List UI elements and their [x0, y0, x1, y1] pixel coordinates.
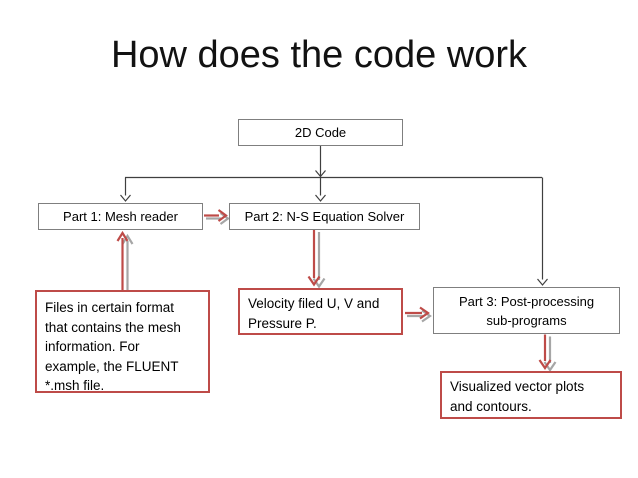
- note-files-format: Files in certain format that contains th…: [35, 290, 210, 393]
- arrow-part1-to-part2: [204, 209, 230, 225]
- node-part1-mesh-reader: Part 1: Mesh reader: [38, 203, 203, 230]
- node-2d-code: 2D Code: [238, 119, 403, 146]
- connector-branch-to-part1: [120, 177, 131, 202]
- slide-title: How does the code work: [110, 34, 528, 76]
- note-velocity-pressure: Velocity filed U, V and Pressure P.: [238, 288, 403, 335]
- connector-branch-to-part2: [315, 177, 326, 202]
- node-part2-ns-equation-solver: Part 2: N-S Equation Solver: [229, 203, 420, 230]
- node-part3-post-processing: Part 3: Post-processing sub-programs: [433, 287, 620, 334]
- arrow-velocity-to-part3: [405, 306, 432, 323]
- connector-branch-to-part3: [537, 177, 548, 286]
- arrow-part2-to-velocity: [307, 230, 326, 289]
- arrow-files-to-part1: [116, 230, 134, 291]
- connector-2dcode-to-branch-rail: [125, 146, 542, 179]
- note-visualized-plots: Visualized vector plots and contours.: [440, 371, 622, 419]
- arrow-part3-to-visualized: [538, 334, 557, 372]
